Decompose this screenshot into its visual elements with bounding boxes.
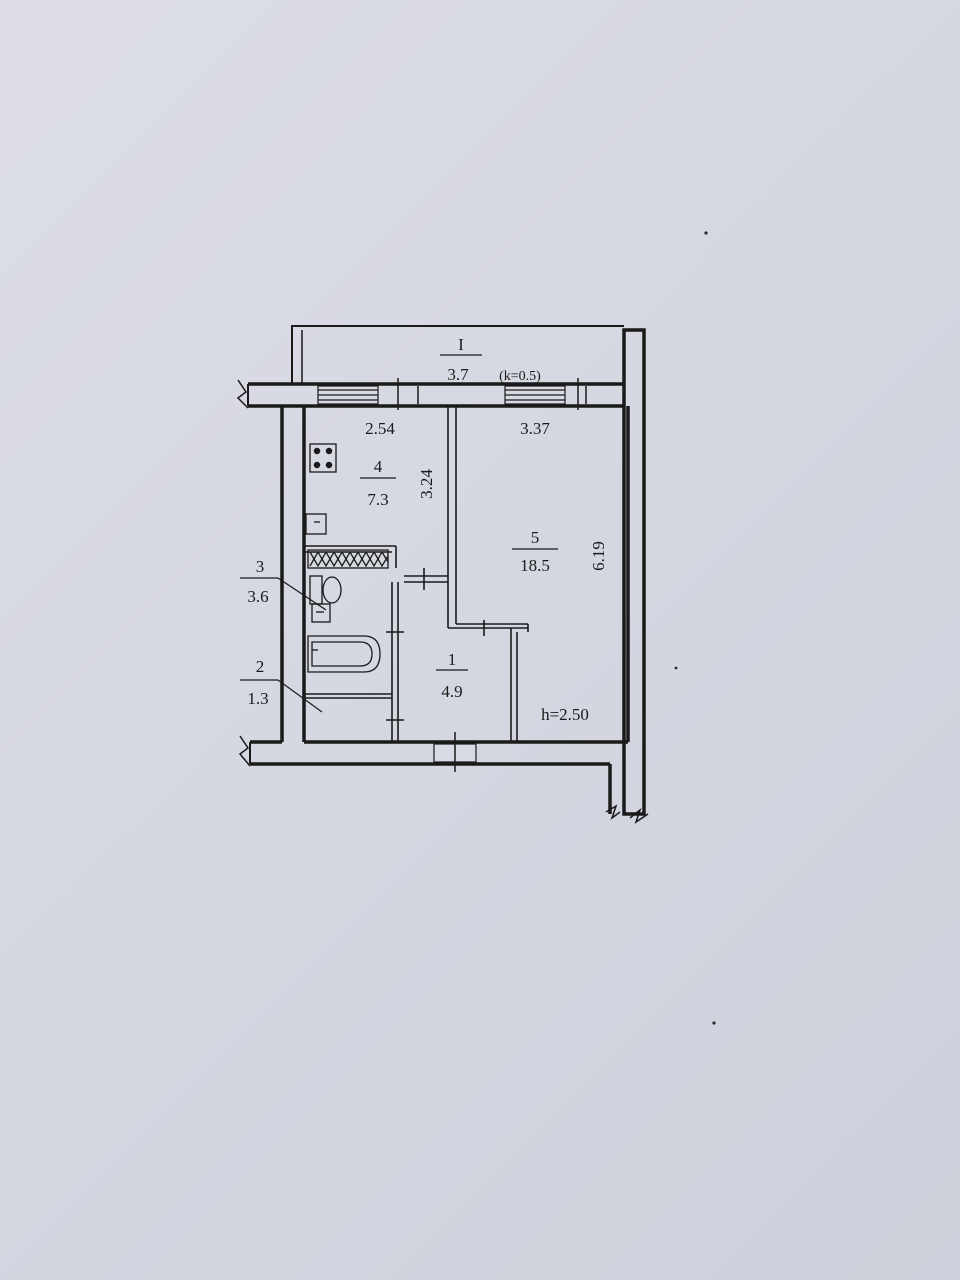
dim-kitchen-width: 2.54 [365,419,395,438]
room-4-area: 7.3 [367,490,388,509]
room-2-number: 2 [256,657,265,676]
exterior-walls [236,379,649,824]
window-room [504,385,566,405]
room-5-area: 18.5 [520,556,550,575]
entrance-door [433,732,477,772]
leader-lines [240,577,327,713]
ventilation-duct-icon [307,549,389,569]
room-1-number: 1 [448,650,457,669]
room-5-number: 5 [531,528,540,547]
balcony-area: 3.7 [447,365,469,384]
balcony-coefficient: (k=0.5) [499,369,541,384]
window-kitchen [317,385,379,405]
kitchen-sink-icon [305,513,327,535]
balcony-number: I [458,335,464,354]
dim-kitchen-depth: 3.24 [417,469,436,499]
bathtub-icon [307,635,381,673]
fraction-bars [360,354,558,671]
dim-room-width: 3.37 [520,419,550,438]
room-3-number: 3 [256,557,265,576]
balcony [291,325,624,384]
stove-icon [309,443,337,473]
balcony-door [397,378,587,410]
partitions [304,406,529,742]
room-1-area: 4.9 [441,682,462,701]
room-2-area: 1.3 [247,689,268,708]
paper-specks [674,231,716,1025]
toilet-icon [309,575,342,605]
ceiling-height: h=2.50 [541,705,589,724]
washbasin-icon [311,603,331,623]
room-4-number: 4 [374,457,383,476]
dim-room-depth: 6.19 [589,541,608,571]
room-3-area: 3.6 [247,587,268,606]
